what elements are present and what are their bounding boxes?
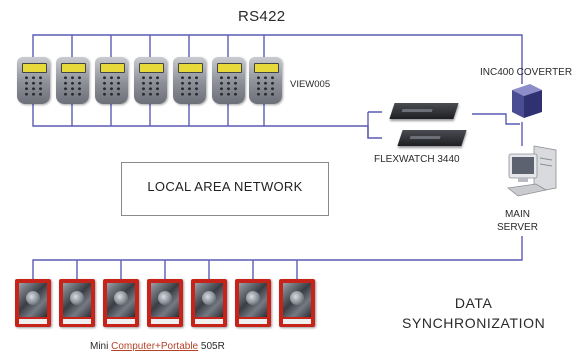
main-server-label: MAIN SERVER xyxy=(497,208,538,234)
lan-box: LOCAL AREA NETWORK xyxy=(121,162,329,216)
converter-icon xyxy=(512,84,542,118)
rs422-bus-line xyxy=(32,34,523,84)
reader-drops xyxy=(71,35,265,58)
flexwatch-label: FLEXWATCH 3440 xyxy=(374,154,460,165)
mini-computer-label: Mini Computer+Portable 505R xyxy=(90,341,225,352)
data-sync-line2: SYNCHRONIZATION xyxy=(402,315,546,331)
mini-label-part3: 505R xyxy=(200,341,225,352)
mini-computer xyxy=(103,279,139,327)
server-computer-icon xyxy=(507,145,557,197)
lan-label: LOCAL AREA NETWORK xyxy=(147,179,303,194)
flexwatch-dvr xyxy=(397,130,467,146)
data-sync-line1: DATA xyxy=(454,295,493,311)
server-mini-bus xyxy=(32,236,523,280)
flexwatch-dvr xyxy=(389,103,459,119)
access-reader xyxy=(173,57,206,104)
view005-label: VIEW005 xyxy=(290,79,331,90)
mini-computer xyxy=(147,279,183,327)
data-sync-label: DATA SYNCHRONIZATION xyxy=(402,293,545,333)
access-reader xyxy=(134,57,167,104)
access-reader xyxy=(95,57,128,104)
mini-computer xyxy=(59,279,95,327)
inc400-label: INC400 COVERTER xyxy=(480,67,573,78)
access-reader xyxy=(56,57,89,104)
mini-label-part2: Computer+Portable xyxy=(111,341,199,352)
mini-computer xyxy=(279,279,315,327)
flexwatch-link xyxy=(367,111,520,138)
reader-bottom-drops xyxy=(71,104,265,126)
reader-lan-bus xyxy=(32,104,382,139)
mini-computer xyxy=(235,279,271,327)
main-server-label-line1: MAIN xyxy=(504,209,530,220)
access-reader xyxy=(249,57,282,104)
mini-label-part1: Mini xyxy=(90,341,109,352)
mini-computer xyxy=(15,279,51,327)
mini-drops xyxy=(76,260,298,280)
rs422-title: RS422 xyxy=(238,8,286,25)
access-reader xyxy=(212,57,245,104)
mini-computer xyxy=(191,279,227,327)
access-reader xyxy=(17,57,50,104)
main-server-label-line2: SERVER xyxy=(497,222,538,233)
